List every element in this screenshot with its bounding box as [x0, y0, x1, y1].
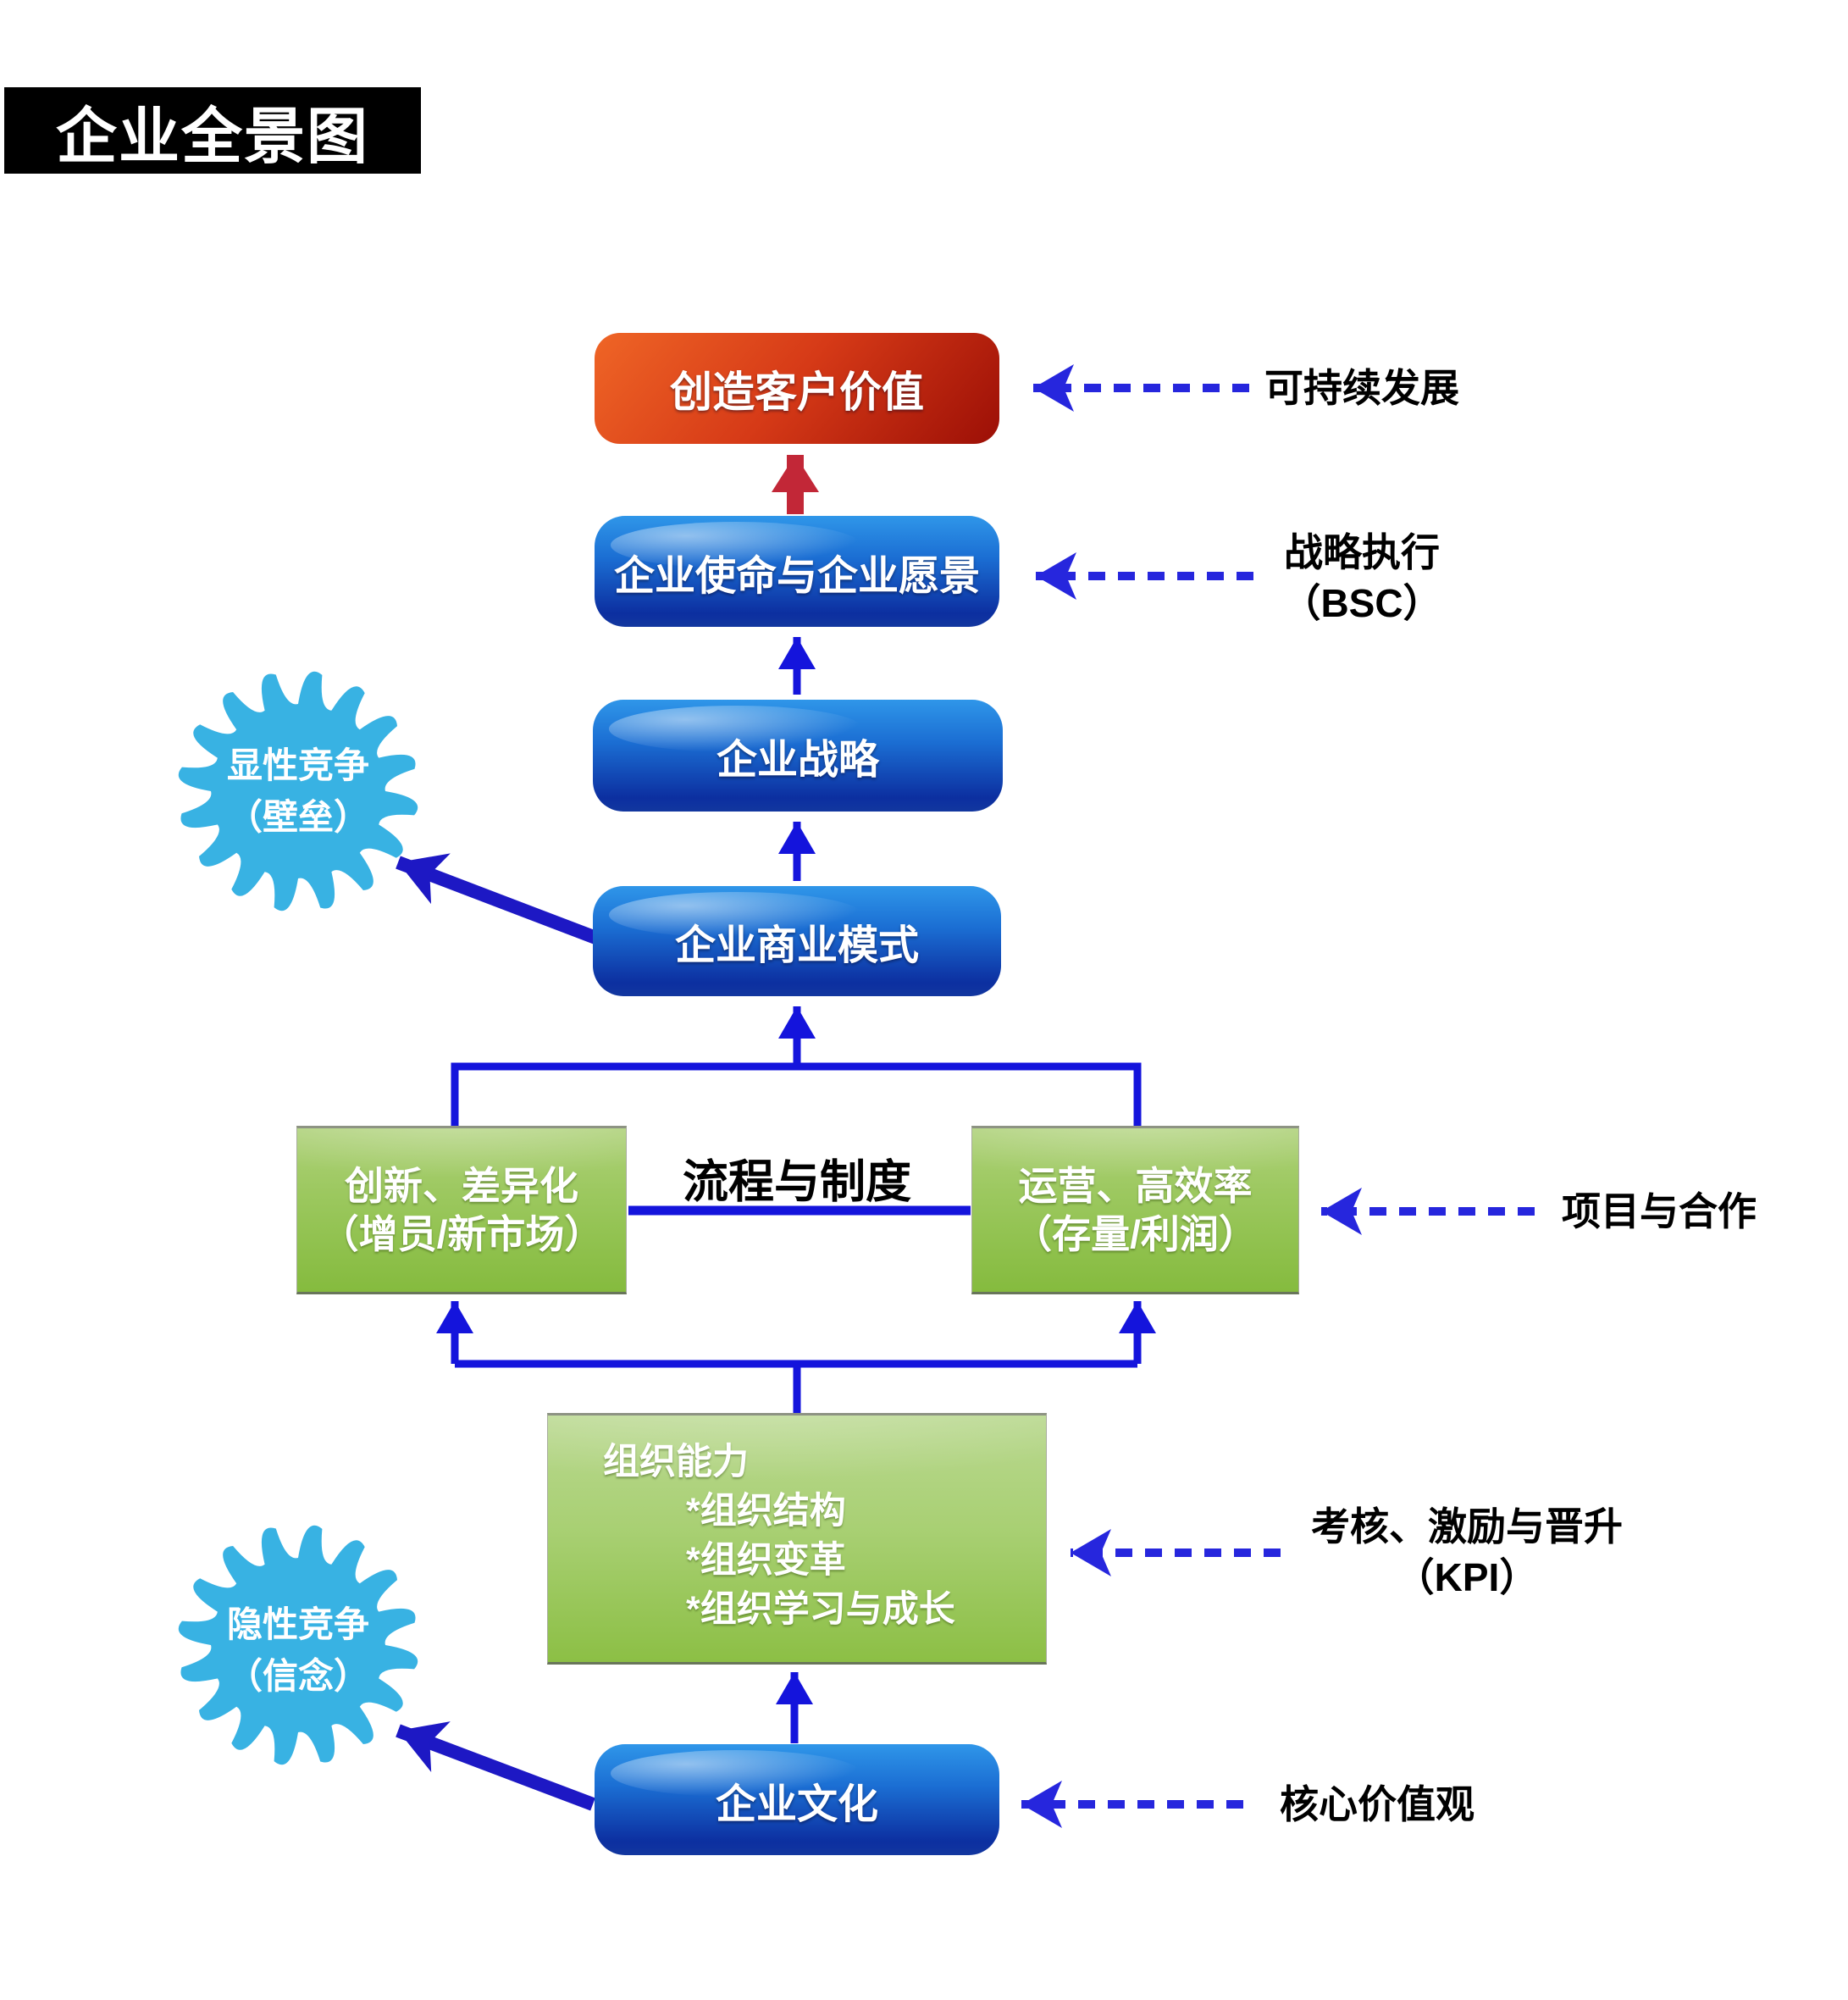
box-operation-line2: （存量/利润） [1013, 1211, 1258, 1256]
box-operation: 运营、高效率 （存量/利润） [971, 1126, 1299, 1294]
connector-upper-bracket [451, 1062, 1142, 1127]
org-capability-heading: 组织能力 [603, 1442, 749, 1482]
arrow-culture-to-implicit-gear [396, 1721, 595, 1811]
box-business-model-label: 企业商业模式 [674, 923, 919, 968]
box-culture-label: 企业文化 [715, 1781, 878, 1827]
page-title: 企业全景图 [4, 87, 421, 174]
annotation-strategy-exec-line1: 战略执行 [1284, 530, 1440, 574]
box-innovation-line1: 创新、差异化 [345, 1163, 578, 1208]
gear-implicit-line1: 隐性竞争 [226, 1604, 370, 1644]
box-innovation: 创新、差异化 （增员/新市场） [296, 1126, 627, 1294]
org-capability-item: *组织结构 [686, 1491, 846, 1532]
page-title-text: 企业全景图 [55, 102, 369, 171]
arrow-bizmodel-to-explicit-gear [396, 853, 600, 945]
gear-explicit-line1: 显性竞争 [226, 745, 370, 785]
annotation-kpi-line2: （KPI） [1395, 1555, 1539, 1599]
gear-burst-explicit [178, 671, 418, 911]
connector-lower-bracket [455, 1360, 1137, 1415]
org-capability-item: *组织变革 [686, 1540, 846, 1581]
box-innovation-line2: （增员/新市场） [319, 1211, 604, 1256]
annotation-sustainable: 可持续发展 [1264, 366, 1459, 410]
box-mission-vision: 企业使命与企业愿景 [595, 516, 999, 627]
box-culture: 企业文化 [595, 1744, 999, 1855]
box-mission-vision-label: 企业使命与企业愿景 [613, 553, 980, 599]
gear-explicit-label: 显性竞争 （壁垒） [227, 740, 369, 843]
gear-explicit-line2: （壁垒） [226, 797, 370, 837]
gear-burst-implicit [178, 1525, 418, 1765]
annotation-kpi-line1: 考核、激励与晋升 [1311, 1504, 1623, 1548]
process-system-label: 流程与制度 [683, 1156, 911, 1208]
box-customer-value: 创造客户价值 [595, 333, 999, 444]
gear-implicit-line2: （信念） [226, 1656, 370, 1696]
gear-implicit-label: 隐性竞争 （信念） [227, 1598, 369, 1702]
annotation-strategy-exec-line2: （BSC） [1281, 581, 1442, 625]
box-org-capability: 组织能力 *组织结构 *组织变革 *组织学习与成长 [547, 1413, 1047, 1665]
annotation-core-values: 核心价值观 [1280, 1782, 1475, 1826]
box-strategy: 企业战略 [593, 700, 1003, 812]
annotation-kpi: 考核、激励与晋升 （KPI） [1311, 1501, 1623, 1603]
annotation-projects: 项目与合作 [1562, 1189, 1757, 1233]
box-strategy-label: 企业战略 [716, 738, 879, 783]
org-capability-item: *组织学习与成长 [686, 1589, 955, 1630]
box-operation-line1: 运营、高效率 [1018, 1163, 1253, 1208]
box-business-model: 企业商业模式 [593, 886, 1001, 996]
annotation-strategy-exec: 战略执行 （BSC） [1281, 527, 1441, 629]
box-customer-value-label: 创造客户价值 [670, 368, 924, 416]
